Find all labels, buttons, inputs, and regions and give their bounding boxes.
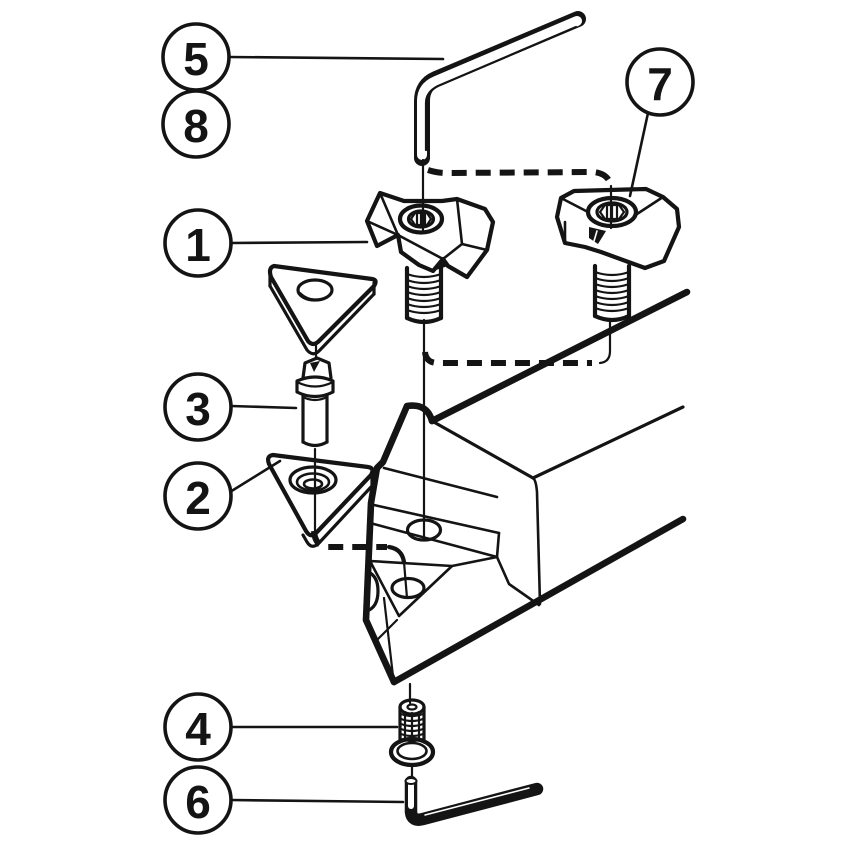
callout-4: 4 bbox=[163, 692, 399, 762]
callout-balloon-8 bbox=[161, 89, 231, 159]
callout-balloon-1 bbox=[163, 208, 233, 278]
callout-number-6: 6 bbox=[185, 776, 211, 828]
insert bbox=[267, 263, 378, 356]
callout-balloon-4 bbox=[163, 692, 233, 762]
dashed-guide-screw-axis bbox=[422, 351, 592, 366]
leader-line-3 bbox=[229, 404, 298, 410]
callout-number-8: 8 bbox=[183, 100, 209, 152]
leader-line-6 bbox=[229, 798, 405, 804]
callout-number-7: 7 bbox=[647, 58, 673, 110]
shank-bottom-edge bbox=[390, 515, 687, 686]
shank-top-edge bbox=[428, 288, 691, 425]
clamp-nose-notch bbox=[589, 227, 606, 244]
seat-hole bbox=[390, 576, 426, 600]
dashed-guide-shim-to-seat bbox=[311, 530, 387, 550]
hex-socket bbox=[598, 203, 626, 221]
shim bbox=[266, 452, 375, 548]
clamp-front bbox=[364, 190, 496, 325]
callout-number-3: 3 bbox=[185, 383, 211, 435]
side-hole-partial bbox=[365, 570, 380, 613]
toolholder-body bbox=[362, 288, 691, 686]
callout-1: 1 bbox=[163, 208, 369, 278]
callout-8: 8 bbox=[161, 89, 231, 159]
callout-2: 2 bbox=[163, 459, 282, 531]
clamp-alt bbox=[554, 186, 682, 323]
shim-hole-outer bbox=[288, 465, 338, 495]
leader-line-1 bbox=[229, 240, 369, 245]
shim-pin bbox=[295, 356, 335, 448]
screw-head bbox=[388, 736, 436, 768]
clamp-screw-alt bbox=[592, 263, 632, 323]
hex-socket bbox=[409, 211, 433, 227]
callout-balloon-2 bbox=[163, 461, 233, 531]
clamp-screw-hole bbox=[405, 518, 443, 542]
callout-5: 5 bbox=[161, 22, 445, 92]
callout-7: 7 bbox=[625, 47, 695, 198]
callout-layer: 5 8 1 3 2 4 6 7 bbox=[161, 22, 695, 835]
callout-balloon-7 bbox=[625, 47, 695, 117]
assembly-axis-lines bbox=[313, 158, 613, 781]
leader-line-2 bbox=[228, 459, 282, 494]
dashed-guide-key-to-alt-clamp bbox=[427, 167, 614, 189]
insert-seat-face bbox=[368, 559, 454, 618]
callout-6: 6 bbox=[163, 765, 405, 835]
hex-key-small bbox=[404, 775, 544, 826]
insert-hole bbox=[296, 278, 334, 302]
callout-number-5: 5 bbox=[183, 33, 209, 85]
callout-balloon-6 bbox=[163, 765, 233, 835]
shim-screw bbox=[388, 698, 436, 768]
leader-line-7 bbox=[628, 111, 650, 198]
callout-3: 3 bbox=[163, 372, 298, 442]
dashed-guides bbox=[311, 167, 614, 565]
callout-number-1: 1 bbox=[185, 219, 211, 271]
hex-key-large bbox=[414, 11, 586, 166]
callout-balloon-3 bbox=[163, 372, 233, 442]
clamp-screw-front bbox=[404, 265, 444, 325]
head-outline bbox=[362, 402, 436, 686]
leader-line-5 bbox=[227, 55, 445, 61]
shank-ridge-edge bbox=[531, 405, 685, 480]
callout-number-4: 4 bbox=[185, 703, 211, 755]
callout-number-2: 2 bbox=[185, 472, 211, 524]
